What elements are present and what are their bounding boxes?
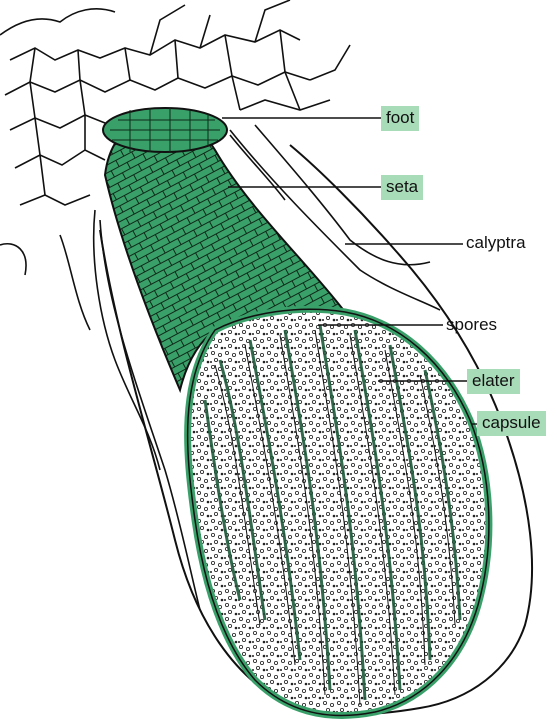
label-spores: spores bbox=[446, 315, 497, 335]
label-foot: foot bbox=[381, 106, 419, 131]
label-calyptra: calyptra bbox=[466, 233, 526, 253]
label-seta: seta bbox=[381, 175, 423, 200]
label-elater: elater bbox=[467, 369, 520, 394]
label-capsule: capsule bbox=[477, 411, 546, 436]
